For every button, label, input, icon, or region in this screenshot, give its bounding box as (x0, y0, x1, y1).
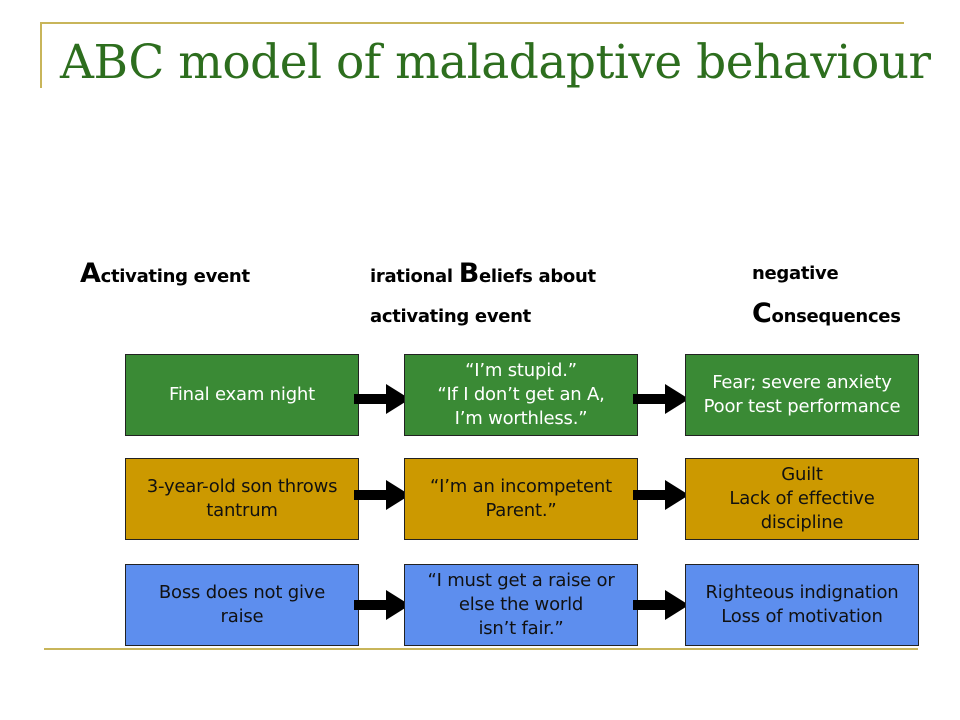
header-a-rest: ctivating event (100, 266, 250, 287)
slide-title: ABC model of maladaptive behaviour (60, 35, 931, 90)
irrational-belief-box-3: “I must get a raise or else the world is… (404, 564, 638, 646)
header-a-initial: A (80, 258, 101, 289)
irrational-belief-box-1: “I’m stupid.” “If I don’t get an A, I’m … (404, 354, 638, 436)
arrow-right-icon (354, 590, 410, 620)
header-negative-consequences: negative Consequences (752, 254, 901, 337)
header-b-pre: irational (370, 266, 459, 287)
activating-event-box-3: Boss does not give raise (125, 564, 359, 646)
header-b-post: eliefs about (479, 266, 596, 287)
bottom-rule (44, 648, 918, 650)
arrow-right-icon (354, 480, 410, 510)
header-c-line1: negative (752, 263, 839, 284)
header-irrational-beliefs: irational Beliefs about activating event (370, 254, 596, 337)
header-c-initial: C (752, 298, 772, 329)
activating-event-box-1: Final exam night (125, 354, 359, 436)
left-rule (40, 22, 42, 88)
arrow-right-icon (354, 384, 410, 414)
consequence-box-1: Fear; severe anxiety Poor test performan… (685, 354, 919, 436)
header-b-line2: activating event (370, 306, 531, 327)
arrow-right-icon (633, 384, 689, 414)
header-c-rest: onsequences (771, 306, 901, 327)
consequence-box-2: Guilt Lack of effective discipline (685, 458, 919, 540)
consequence-box-3: Righteous indignation Loss of motivation (685, 564, 919, 646)
header-activating-event: Activating event (80, 254, 250, 297)
irrational-belief-box-2: “I’m an incompetent Parent.” (404, 458, 638, 540)
arrow-right-icon (633, 480, 689, 510)
header-b-initial: B (458, 258, 480, 289)
top-rule (40, 22, 904, 24)
activating-event-box-2: 3-year-old son throws tantrum (125, 458, 359, 540)
arrow-right-icon (633, 590, 689, 620)
